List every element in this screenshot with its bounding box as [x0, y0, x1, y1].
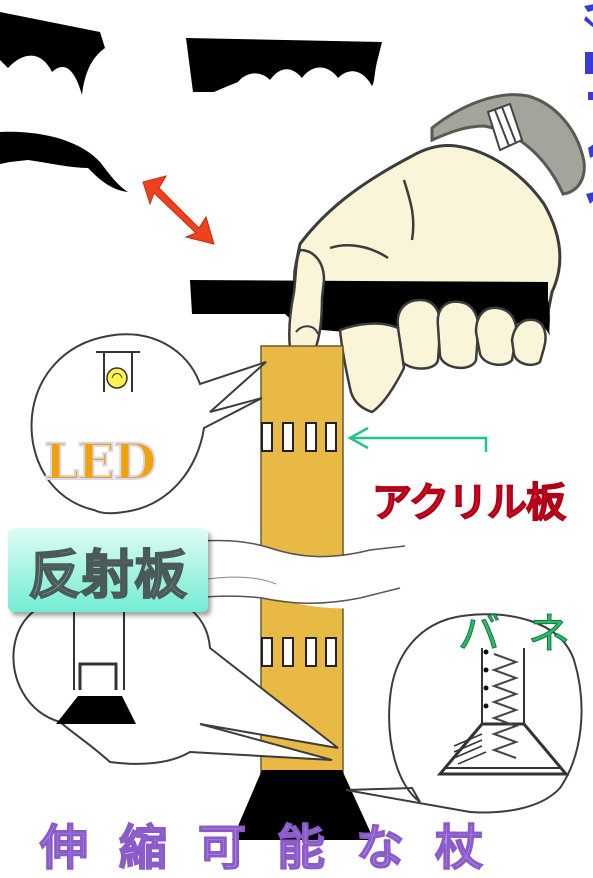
window-1: [261, 422, 273, 452]
hand-crease: [329, 179, 415, 260]
spring-mechanism-icon: [436, 648, 570, 776]
palm-under-grip: [338, 322, 406, 414]
window-12: [325, 637, 337, 667]
finger-2: [436, 300, 480, 369]
reflector-label: 反射板: [27, 545, 188, 607]
watch-band-lines: [494, 106, 517, 147]
fingers: [287, 248, 547, 414]
partial-text-marks: [584, 4, 593, 204]
window-3: [305, 422, 317, 452]
window-9: [261, 637, 273, 667]
finger-3: [474, 306, 518, 367]
window-11: [305, 637, 317, 667]
grip-silhouette-top-center: [186, 38, 382, 92]
window-4: [325, 422, 337, 452]
hand-cuff: [430, 93, 586, 196]
spring-label: バネ: [457, 609, 593, 659]
reflector-badge: 反射板: [8, 528, 208, 612]
led-bulb-icon: [96, 351, 140, 392]
reflector-icon: [56, 612, 136, 724]
finger-1: [396, 298, 442, 370]
led-callout-bubble: [30, 333, 267, 515]
thumbnail: [295, 325, 319, 335]
window-2: [282, 422, 294, 452]
grip-silhouette-top-left: [0, 12, 105, 95]
window-10: [282, 637, 294, 667]
cane-foot: [232, 770, 374, 840]
grip-silhouette-curved: [0, 131, 128, 192]
cane-grip: [190, 280, 550, 336]
finger-4: [510, 318, 547, 366]
acrylic-plate-label: アクリル板: [371, 479, 567, 527]
break-line-mid: [199, 576, 277, 585]
extend-arrow: [142, 175, 215, 245]
led-label: LED: [43, 431, 158, 492]
acrylic-pointer-arrow: [347, 426, 488, 452]
diagram-title: 伸縮可能な杖: [39, 819, 515, 877]
spring-coil: [491, 653, 519, 759]
